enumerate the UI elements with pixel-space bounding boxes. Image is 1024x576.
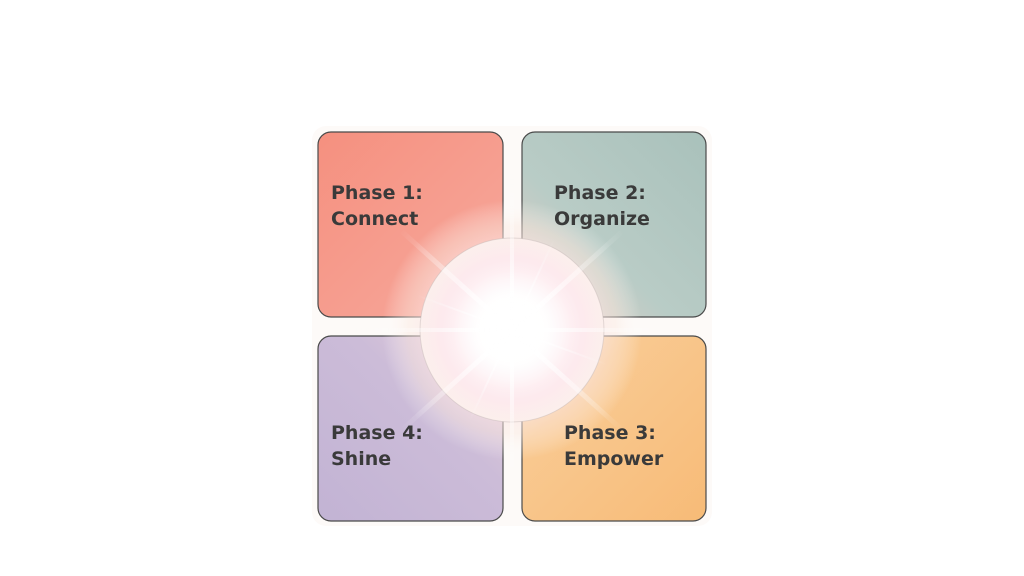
phase-1-number: Phase 1: <box>331 182 423 204</box>
phase-4-label: Phase 4: Shine <box>331 420 423 472</box>
phase-diagram: Phase 1: Connect Phase 2: Organize Phase… <box>300 118 724 536</box>
phase-2-label: Phase 2: Organize <box>554 180 650 232</box>
phase-4-title: Shine <box>331 448 392 470</box>
phase-1-label: Phase 1: Connect <box>331 180 423 232</box>
phase-3-title: Empower <box>564 448 664 470</box>
phase-1-title: Connect <box>331 208 419 230</box>
phase-3-number: Phase 3: <box>564 422 656 444</box>
quadrant-graphic <box>312 126 712 526</box>
phase-4-number: Phase 4: <box>331 422 423 444</box>
phase-2-number: Phase 2: <box>554 182 646 204</box>
phase-2-title: Organize <box>554 208 650 230</box>
phase-3-label: Phase 3: Empower <box>564 420 663 472</box>
sparkle-icon <box>352 170 672 490</box>
